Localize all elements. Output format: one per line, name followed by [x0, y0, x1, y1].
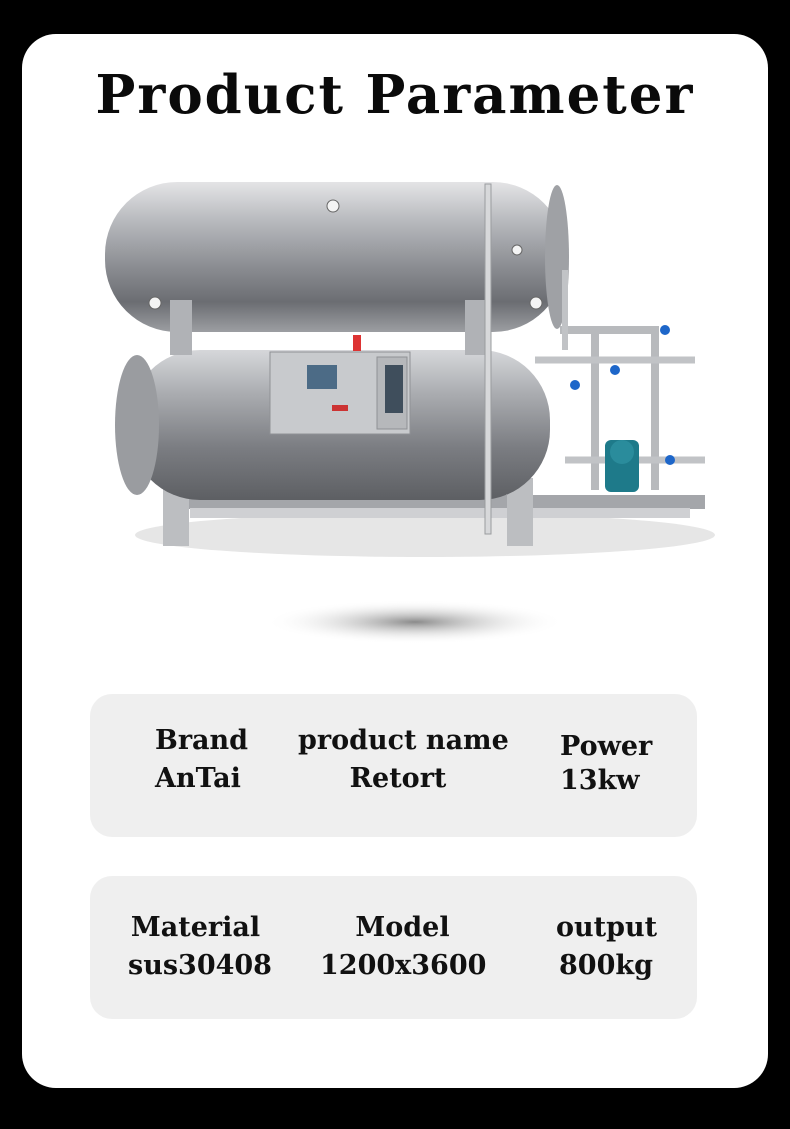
brand-parameter: Brand AnTai	[155, 722, 248, 798]
product-name-parameter: product name Retort	[298, 722, 509, 798]
model-value: 1200x3600	[320, 950, 487, 981]
power-value: 13kw	[560, 765, 640, 796]
parameter-panel-2: Material sus30408 Model 1200x3600 output…	[90, 876, 697, 1019]
material-value: sus30408	[128, 950, 272, 981]
model-label: Model	[355, 912, 450, 943]
output-parameter: output 800kg	[556, 909, 658, 985]
product-name-label: product name	[298, 725, 509, 756]
brand-value: AnTai	[155, 763, 241, 794]
retort-machine-image	[105, 182, 715, 644]
material-parameter: Material sus30408	[128, 909, 272, 985]
page-title: Product Parameter	[95, 64, 695, 126]
output-label: output	[556, 912, 658, 943]
material-label: Material	[130, 912, 261, 943]
product-name-value: Retort	[349, 763, 447, 794]
brand-label: Brand	[155, 725, 249, 756]
power-label: Power	[560, 731, 653, 762]
parameter-panel-1: Brand AnTai product name Retort Power 13…	[90, 694, 697, 837]
power-parameter: Power 13kw	[560, 728, 652, 800]
output-value: 800kg	[559, 950, 653, 981]
model-parameter: Model 1200x3600	[320, 909, 487, 985]
